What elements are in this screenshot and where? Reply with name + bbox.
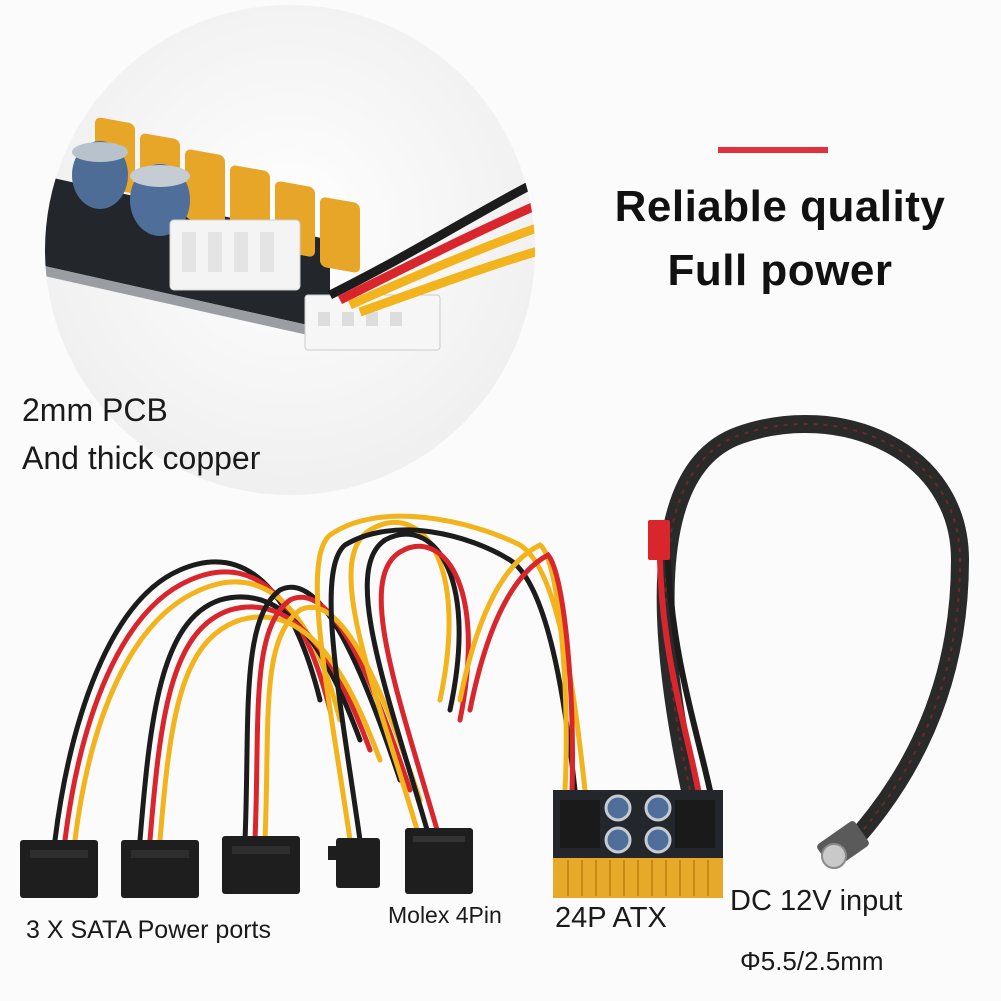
headline-accent-bar: [718, 147, 828, 153]
molex-connectors: [328, 828, 473, 894]
wire-bundles: [52, 513, 588, 843]
sata-connectors: [20, 836, 300, 898]
atx-label: 24P ATX: [555, 902, 667, 934]
molex-label: Molex 4Pin: [388, 902, 502, 928]
headline-line-1: Reliable quality: [614, 182, 946, 231]
pcb-caption-line-1: 2mm PCB: [22, 392, 168, 428]
pcb-caption-line-2: And thick copper: [22, 440, 261, 476]
sata-ports-label: 3 X SATA Power ports: [26, 916, 272, 944]
dc-input-label: DC 12V input: [730, 885, 903, 917]
dc-size-label: Φ5.5/2.5mm: [740, 946, 884, 976]
atx-board-icon: [553, 790, 723, 898]
dc-cable-icon: [648, 414, 970, 869]
headline-line-2: Full power: [667, 246, 893, 295]
pcb-closeup-icon: [45, 5, 535, 495]
